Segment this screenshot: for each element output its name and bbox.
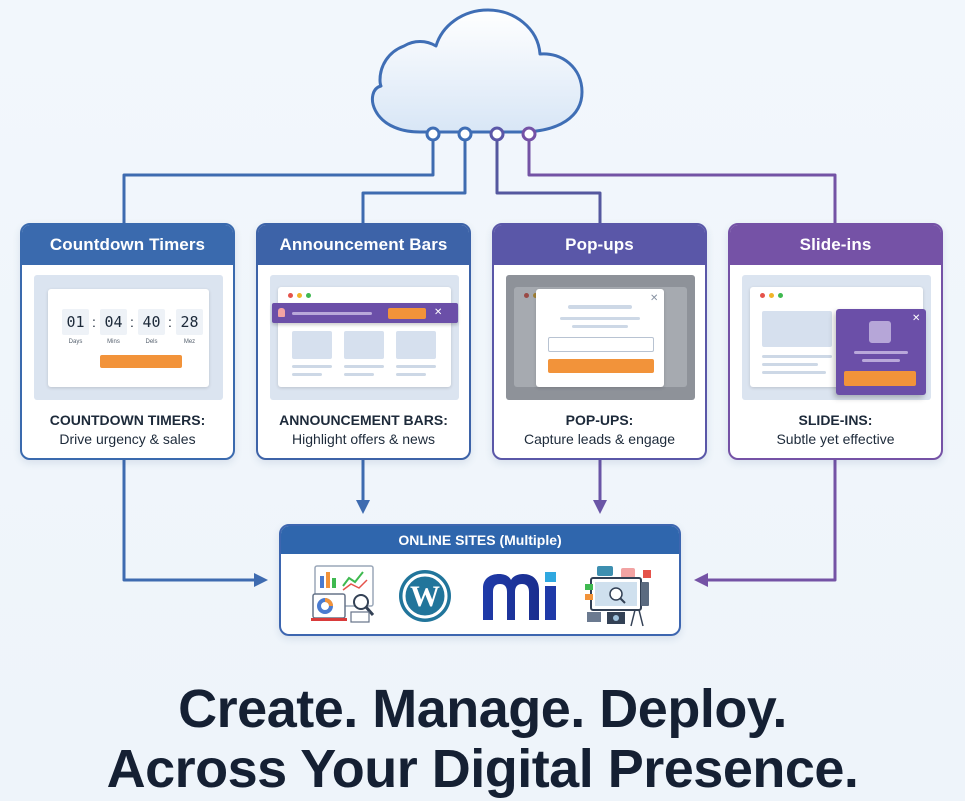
connector-cloud-to-countdown	[122, 134, 435, 224]
analytics-dashboard-icon	[311, 565, 375, 623]
timer-colon: :	[92, 314, 96, 330]
timer-label: Days	[68, 339, 83, 345]
caption-title: POP-UPS:	[565, 412, 634, 428]
media-devices-icon	[585, 566, 651, 627]
announcement-preview: ✕	[270, 275, 459, 400]
card-announcement-bars[interactable]: Announcement Bars ✕ ANNOUNCEMENT BARS: H…	[256, 223, 471, 460]
card-title: Slide-ins	[730, 225, 941, 265]
slidein-preview: ✕	[742, 275, 931, 400]
timer-days-value: 01	[62, 309, 89, 335]
caption-title: COUNTDOWN TIMERS:	[49, 412, 206, 428]
timer-extra-value: 28	[176, 309, 203, 335]
mi-logo-icon	[483, 572, 556, 620]
card-title: Countdown Timers	[22, 225, 233, 265]
slidein-panel: ✕	[836, 309, 926, 395]
timer-label: Dels	[145, 339, 158, 345]
connector-slideins-to-sites	[704, 460, 837, 582]
timer-mins-value: 04	[100, 309, 127, 335]
close-icon: ✕	[434, 307, 443, 318]
card-countdown-timers[interactable]: Countdown Timers 01 : 04 : 40 : 28 Days …	[20, 223, 235, 460]
caption-title: SLIDE-INS:	[798, 412, 873, 428]
card-pop-ups[interactable]: Pop-ups ✕ POP-UPS: Capture leads & engag…	[492, 223, 707, 460]
connector-cloud-to-announcement	[361, 134, 467, 224]
caption-subtitle: Highlight offers & news	[292, 431, 435, 447]
timer-secs-value: 40	[138, 309, 165, 335]
timer-label: Mins	[107, 339, 120, 345]
online-sites-title: ONLINE SITES (Multiple)	[281, 526, 679, 554]
connector-cloud-to-popups	[495, 134, 602, 224]
headline-line-2: Across Your Digital Presence.	[106, 739, 859, 799]
timer-colon: :	[130, 314, 134, 330]
headline-line-1: Create. Manage. Deploy.	[178, 679, 787, 739]
arrowhead-popups	[593, 500, 607, 514]
announcement-cta	[388, 308, 426, 319]
close-icon: ✕	[912, 313, 921, 324]
card-slide-ins[interactable]: Slide-ins ✕ SLIDE-INS: Subtle yet effect…	[728, 223, 943, 460]
svg-text:W: W	[410, 580, 440, 613]
caption-subtitle: Drive urgency & sales	[59, 431, 196, 447]
card-title: Pop-ups	[494, 225, 705, 265]
arrowhead-left-in	[254, 573, 268, 587]
popup-email-input	[548, 337, 654, 352]
slidein-cta-button	[844, 371, 916, 386]
popup-modal: ✕	[536, 289, 664, 387]
popup-submit-button	[548, 359, 654, 373]
arrowhead-announcement	[356, 500, 370, 514]
cloud-icon	[371, 8, 584, 142]
countdown-preview: 01 : 04 : 40 : 28 Days Mins Dels Mez	[34, 275, 223, 400]
timer-colon: :	[168, 314, 172, 330]
timer-cta-button	[100, 355, 182, 368]
timer-label: Mez	[183, 339, 196, 345]
wordpress-icon: W	[399, 570, 451, 622]
caption-subtitle: Subtle yet effective	[776, 431, 895, 447]
bell-icon	[278, 308, 285, 317]
close-icon: ✕	[650, 293, 659, 304]
caption-subtitle: Capture leads & engage	[524, 431, 675, 447]
online-sites-panel: ONLINE SITES (Multiple) W	[279, 524, 681, 636]
caption-title: ANNOUNCEMENT BARS:	[279, 412, 448, 428]
connector-cloud-to-slideins	[527, 134, 837, 224]
connector-countdown-to-sites	[122, 460, 258, 582]
card-title: Announcement Bars	[258, 225, 469, 265]
announcement-bar: ✕	[272, 303, 458, 323]
arrowhead-right-in	[694, 573, 708, 587]
popup-preview: ✕	[506, 275, 695, 400]
